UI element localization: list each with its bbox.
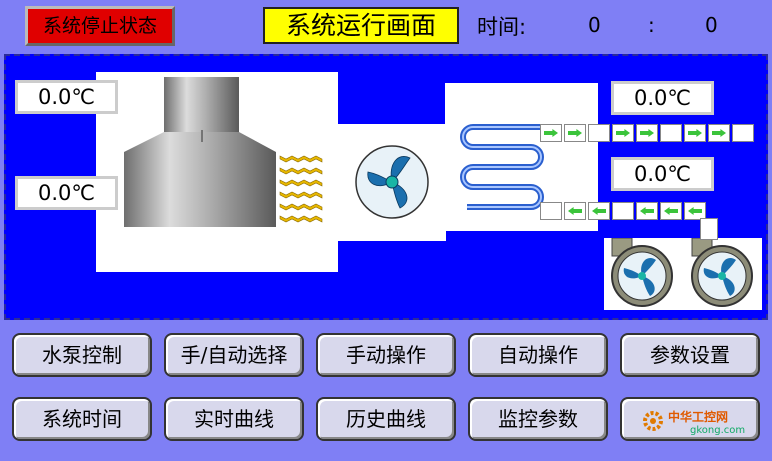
pipe-segment: [732, 124, 754, 142]
watermark-url: gkong.com: [690, 425, 746, 436]
auto-operation-button[interactable]: 自动操作: [468, 333, 608, 377]
parameter-settings-button[interactable]: 参数设置: [620, 333, 760, 377]
flow-arrow-right-icon: [540, 124, 562, 142]
supply-flow-pipe: [540, 124, 760, 142]
watermark-brand: 中华工控网: [668, 410, 729, 424]
temp-readout-right-bottom: 0.0℃: [611, 157, 714, 191]
manual-operation-button[interactable]: 手动操作: [316, 333, 456, 377]
fan-box: [338, 124, 446, 241]
flow-arrow-left-icon: [660, 202, 682, 220]
cooling-tower-icon: [124, 77, 323, 227]
realtime-curve-button[interactable]: 实时曲线: [164, 397, 304, 441]
coil-icon: [460, 124, 544, 210]
flow-arrow-right-icon: [612, 124, 634, 142]
temp-readout-left-bottom: 0.0℃: [15, 176, 118, 210]
time-label: 时间:: [477, 15, 527, 39]
flow-arrow-right-icon: [708, 124, 730, 142]
pipe-riser: [700, 218, 718, 240]
pumps-icon: [611, 237, 753, 307]
flow-arrow-left-icon: [588, 202, 610, 220]
flow-arrow-right-icon: [636, 124, 658, 142]
manual-auto-select-button[interactable]: 手/自动选择: [164, 333, 304, 377]
return-flow-pipe: [540, 202, 720, 220]
system-time-button[interactable]: 系统时间: [12, 397, 152, 441]
gear-logo-icon: [642, 410, 664, 432]
pipe-segment: [612, 202, 634, 220]
pipe-segment: [540, 202, 562, 220]
pump-box: [604, 237, 762, 310]
flow-arrow-right-icon: [564, 124, 586, 142]
time-hour-value: 0: [588, 13, 601, 37]
page-title: 系统运行画面: [263, 7, 459, 44]
time-minute-value: 0: [705, 13, 718, 37]
temp-readout-right-top: 0.0℃: [611, 81, 714, 115]
history-curve-button[interactable]: 历史曲线: [316, 397, 456, 441]
pump-control-button[interactable]: 水泵控制: [12, 333, 152, 377]
time-separator: :: [648, 13, 655, 37]
monitor-params-button[interactable]: 监控参数: [468, 397, 608, 441]
pipe-segment: [588, 124, 610, 142]
flow-arrow-left-icon: [684, 202, 706, 220]
cooling-tower-box: [96, 72, 338, 272]
flow-arrow-left-icon: [636, 202, 658, 220]
system-stop-status-button[interactable]: 系统停止状态: [25, 6, 175, 46]
flow-arrow-right-icon: [684, 124, 706, 142]
fan-icon: [355, 145, 429, 219]
flow-arrow-left-icon: [564, 202, 586, 220]
temp-readout-left-top: 0.0℃: [15, 80, 118, 114]
pipe-segment: [660, 124, 682, 142]
